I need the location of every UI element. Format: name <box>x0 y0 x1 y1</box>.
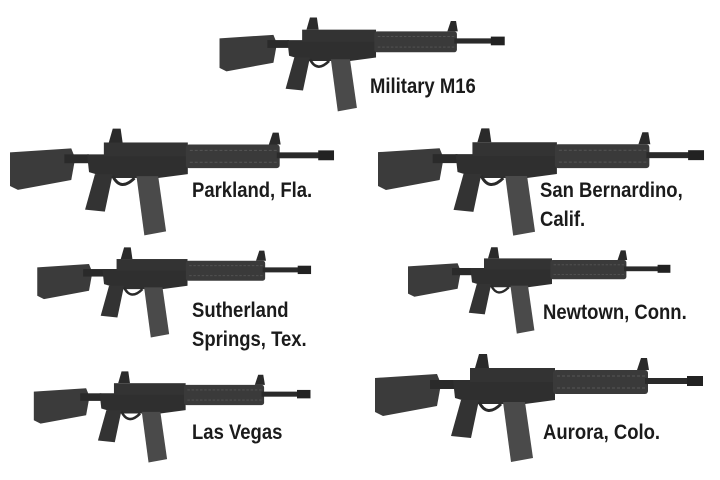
label-san-bernardino: San Bernardino, Calif. <box>540 176 683 234</box>
label-las-vegas: Las Vegas <box>192 418 282 447</box>
rifle-image-aurora <box>375 352 705 464</box>
label-line: Calif. <box>540 208 586 231</box>
label-line: Aurora, Colo. <box>543 421 661 444</box>
label-line: Newtown, Conn. <box>543 301 687 324</box>
label-m16: Military M16 <box>370 72 476 101</box>
label-line: San Bernardino, <box>540 179 683 202</box>
label-newtown: Newtown, Conn. <box>543 298 687 327</box>
rifle-image-m16 <box>217 15 507 114</box>
label-parkland: Parkland, Fla. <box>192 176 312 205</box>
label-line: Military M16 <box>370 75 476 98</box>
label-aurora: Aurora, Colo. <box>543 418 660 447</box>
label-line: Sutherland <box>192 299 289 322</box>
label-line: Parkland, Fla. <box>192 179 313 202</box>
rifle-image-las-vegas <box>32 369 312 464</box>
label-line: Las Vegas <box>192 421 283 444</box>
label-line: Springs, Tex. <box>192 328 307 351</box>
